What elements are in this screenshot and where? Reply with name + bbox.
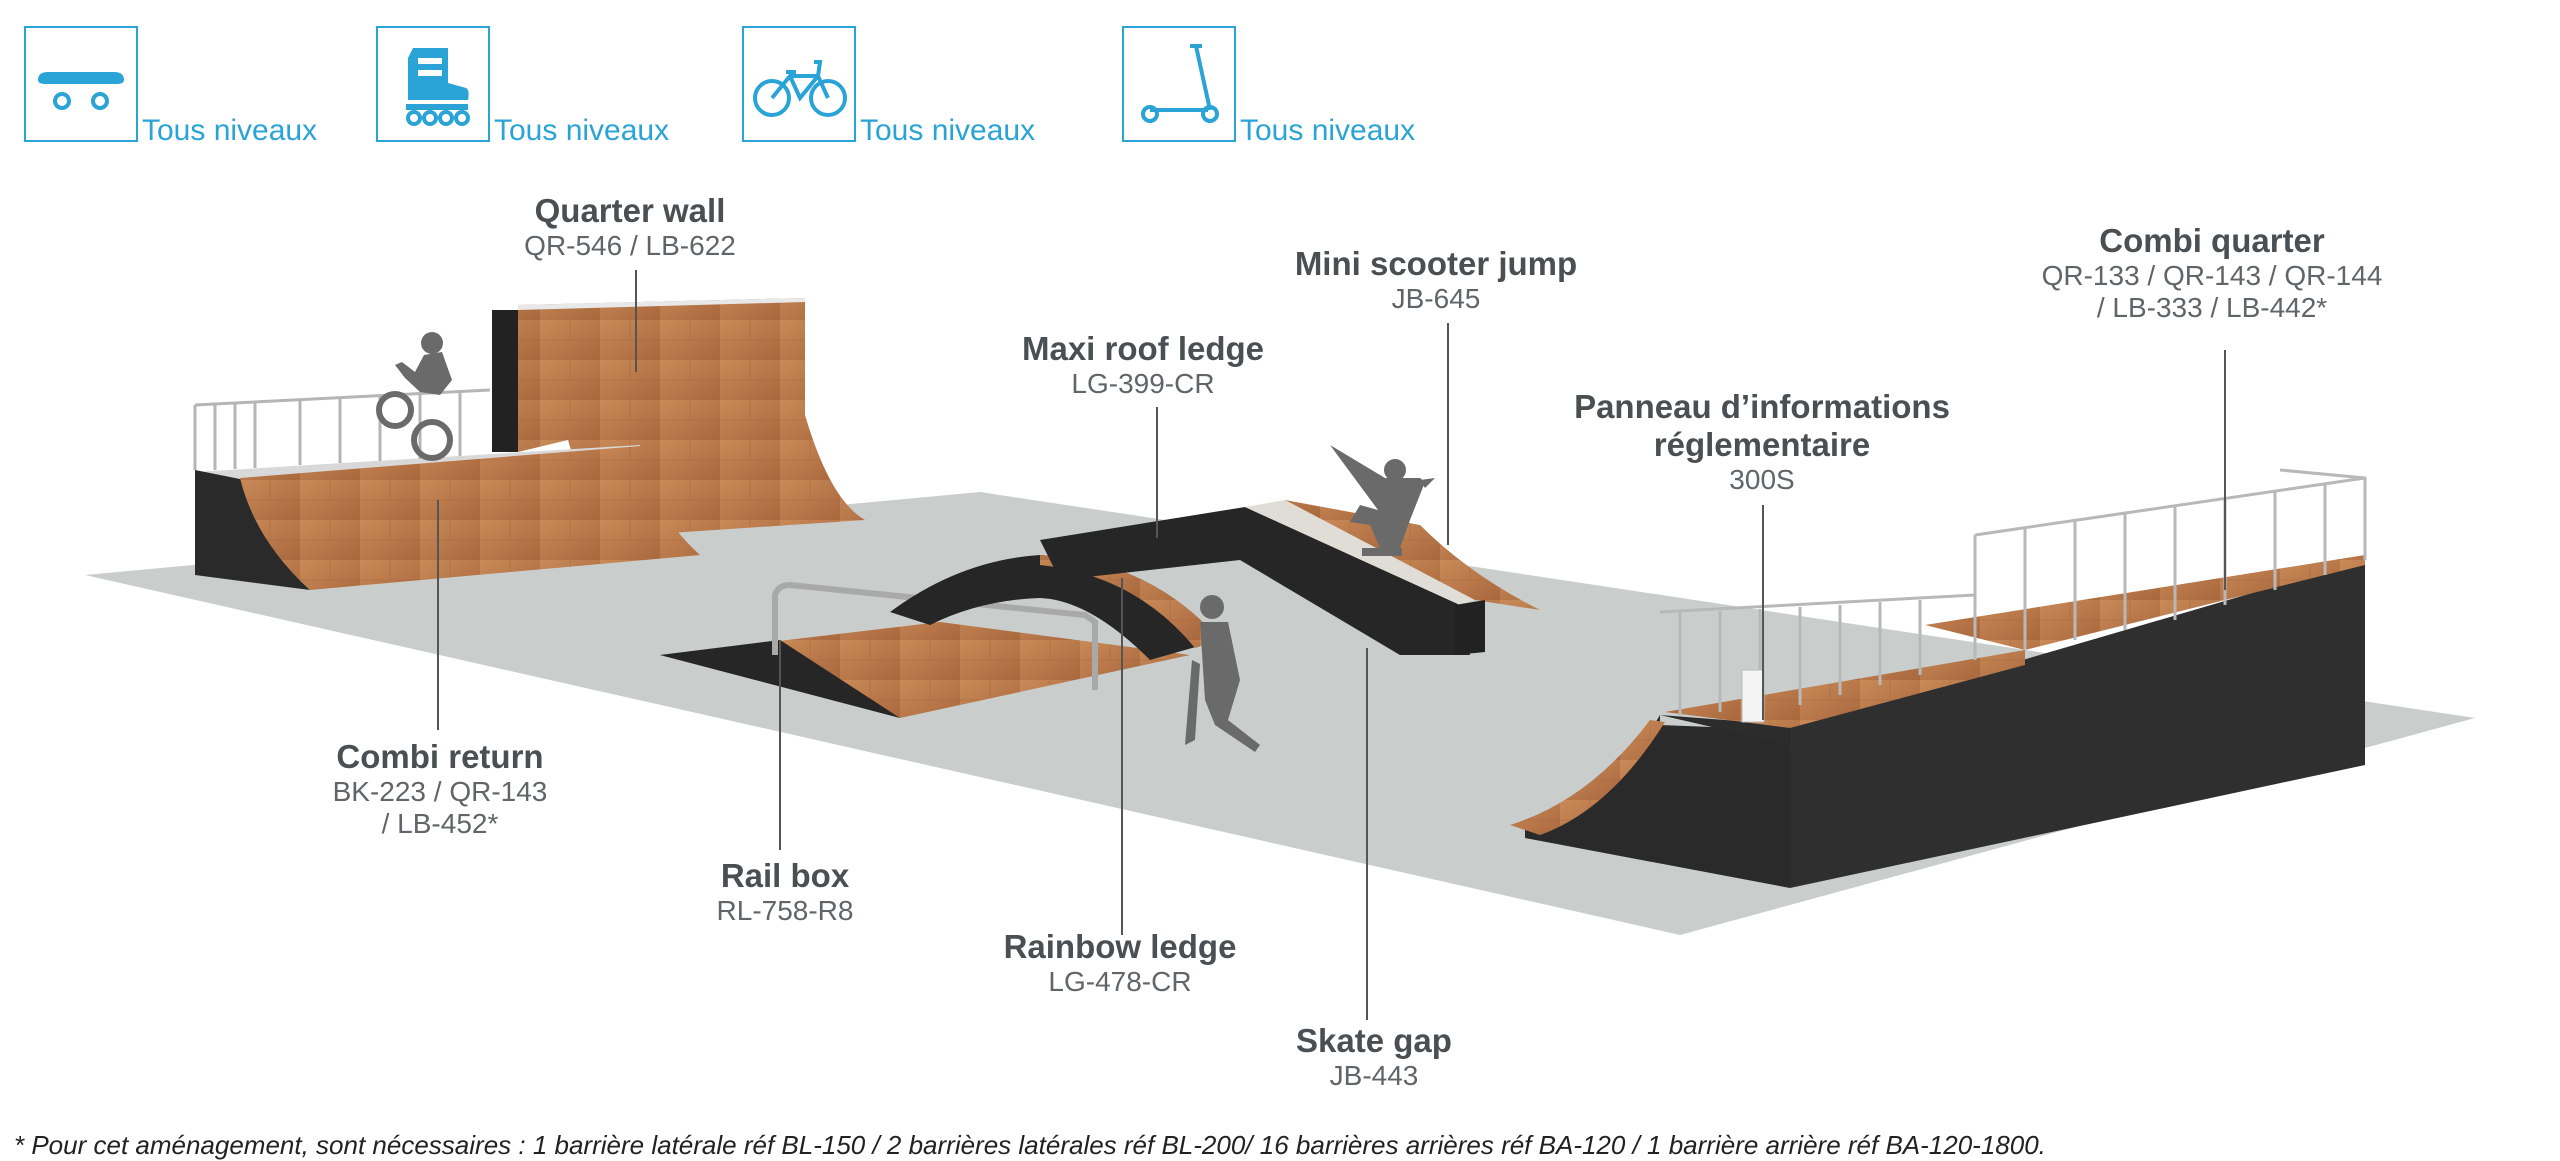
mini-scooter-jump-module <box>1285 500 1540 655</box>
module-name: Combi return <box>336 738 544 775</box>
module-name: Mini scooter jump <box>1294 245 1578 282</box>
bmx-rider-silhouette <box>376 332 453 461</box>
module-ref: QR-546 / LB-622 <box>524 229 736 261</box>
combi-quarter-module <box>1510 468 2367 888</box>
module-name: Rainbow ledge <box>1003 928 1237 965</box>
level-text: Tous niveaux <box>494 114 670 147</box>
label-maxi-roof-ledge: Maxi roof ledge LG-399-CR <box>1022 330 1264 400</box>
label-panneau-informations: Panneau d’informations réglementaire 300… <box>1574 388 1950 496</box>
module-ref: LG-478-CR <box>1048 965 1192 997</box>
module-ref: JB-443 <box>1329 1059 1419 1091</box>
module-name: Rail box <box>720 857 850 894</box>
module-name: Quarter wall <box>534 192 726 229</box>
label-combi-return: Combi return BK-223 / QR-143 / LB-452* <box>333 738 548 840</box>
level-text: Tous niveaux <box>142 114 318 147</box>
footnote: * Pour cet aménagement, sont nécessaires… <box>14 1130 2046 1160</box>
roller-skate-icon <box>376 26 490 142</box>
label-mini-scooter-jump: Mini scooter jump JB-645 <box>1295 245 1577 315</box>
level-text: Tous niveaux <box>860 114 1036 147</box>
module-ref: 300S <box>1729 463 1795 495</box>
leader-lines <box>437 270 2226 1020</box>
module-name: Panneau d’informations <box>1574 388 1950 425</box>
skateboard-icon <box>24 26 138 142</box>
label-combi-quarter: Combi quarter QR-133 / QR-143 / QR-144 /… <box>2042 222 2383 324</box>
skater-silhouette <box>1330 445 1435 556</box>
module-ref: JB-645 <box>1391 282 1481 314</box>
module-ref: BK-223 / QR-143 <box>332 775 548 807</box>
module-ref-line2: / LB-452* <box>381 808 499 840</box>
module-name: Maxi roof ledge <box>1021 330 1265 367</box>
label-skate-gap: Skate gap JB-443 <box>1296 1022 1452 1092</box>
level-text: Tous niveaux <box>1240 114 1416 147</box>
label-quarter-wall: Quarter wall QR-546 / LB-622 <box>524 192 736 262</box>
module-ref: RL-758-R8 <box>716 894 854 926</box>
module-name: Combi quarter <box>2099 222 2325 259</box>
module-ref: QR-133 / QR-143 / QR-144 <box>2041 259 2383 291</box>
bmx-bike-icon <box>742 26 856 142</box>
combi-return-module <box>193 388 700 590</box>
rainbow-ledge-module <box>890 555 1220 660</box>
scooter-icon <box>1122 26 1236 142</box>
label-rainbow-ledge: Rainbow ledge LG-478-CR <box>1004 928 1237 998</box>
scooter-rider-silhouette <box>1185 595 1260 752</box>
module-name-line2: réglementaire <box>1653 425 1871 463</box>
info-panel-sign <box>1741 669 1765 723</box>
module-name: Skate gap <box>1296 1022 1452 1059</box>
maxi-roof-ledge-module <box>1040 500 1475 655</box>
module-ref-line2: / LB-333 / LB-442* <box>2096 292 2328 324</box>
module-ref: LG-399-CR <box>1071 367 1215 399</box>
label-rail-box: Rail box RL-758-R8 <box>717 857 854 927</box>
